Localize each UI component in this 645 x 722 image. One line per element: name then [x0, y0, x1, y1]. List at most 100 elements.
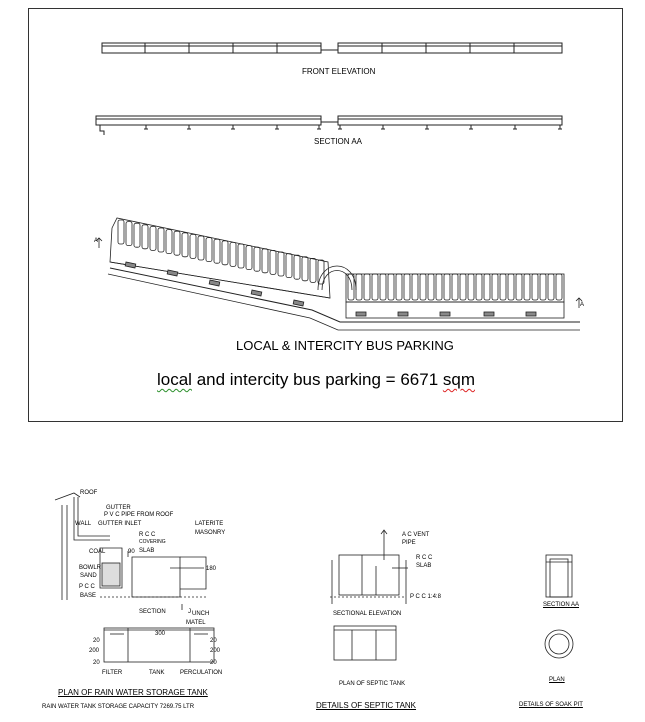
- section-leg: [231, 125, 235, 130]
- rw-laterite-1: LATERITE: [195, 521, 224, 527]
- area-statement-unit: sqm: [442, 370, 476, 389]
- bus-bay: [245, 245, 253, 271]
- section-marker-left: A: [94, 238, 99, 244]
- bus-bay: [451, 273, 459, 301]
- rw-perculation: PERCULATION: [180, 670, 223, 676]
- bus-bay: [387, 273, 395, 301]
- bus-bay: [419, 273, 427, 301]
- bus-bay: [475, 273, 483, 301]
- bay-marker: [355, 311, 367, 317]
- rw-gutter: GUTTER: [106, 505, 131, 511]
- section-marker-right: A: [580, 302, 585, 308]
- bus-bay: [491, 273, 499, 301]
- area-statement-prefix: local: [157, 370, 192, 389]
- bus-bay: [355, 273, 363, 301]
- rw-rcc-3: SLAB: [139, 548, 155, 554]
- section-leg: [144, 125, 148, 130]
- sp-plan: PLAN: [549, 677, 565, 683]
- rw-plan-dim-3: 20: [93, 660, 100, 666]
- st-plan: PLAN OF SEPTIC TANK: [339, 681, 406, 687]
- rw-dim-180: 180: [206, 566, 217, 572]
- bus-bay: [443, 273, 451, 301]
- bus-bay: [371, 273, 379, 301]
- bus-bay: [435, 273, 443, 301]
- rw-coal: COAL: [89, 549, 106, 555]
- front-elevation-label: FRONT ELEVATION: [302, 67, 376, 76]
- bus-bay: [301, 256, 309, 282]
- bus-bay: [507, 273, 515, 301]
- bus-bay: [293, 254, 301, 280]
- bus-bay: [363, 273, 371, 301]
- rw-filter: FILTER: [102, 670, 123, 676]
- rw-plan-dim-1: 20: [93, 638, 100, 644]
- bus-bay: [149, 225, 157, 251]
- bus-bay: [157, 227, 165, 253]
- bus-bay: [197, 235, 205, 261]
- bus-bay: [173, 230, 181, 256]
- bus-bay: [547, 273, 555, 301]
- soak-pit: [544, 554, 574, 659]
- bus-bay: [483, 273, 491, 301]
- bus-bay: [189, 233, 197, 259]
- rw-dim-300: 300: [155, 631, 166, 637]
- bus-bay: [165, 229, 173, 255]
- st-ac-vent-2: PIPE: [402, 540, 416, 546]
- section-leg: [513, 125, 517, 130]
- rw-tank: TANK: [149, 670, 165, 676]
- rw-plan-dim-2: 200: [89, 648, 100, 654]
- bus-bay: [213, 238, 221, 264]
- rw-junk-2: UNCH: [192, 611, 210, 617]
- bus-bay: [261, 248, 269, 274]
- section-leg: [381, 125, 385, 130]
- section-aa: [95, 115, 563, 135]
- bus-bay: [347, 273, 355, 301]
- sp-section: SECTION AA: [543, 602, 580, 608]
- bus-bay: [181, 232, 189, 258]
- bay-marker: [439, 311, 451, 317]
- rw-junk-1: J: [188, 609, 191, 615]
- bus-bay: [125, 221, 133, 247]
- rw-gutter-inlet: GUTTER INLET: [98, 521, 142, 527]
- rw-wall: WALL: [75, 521, 92, 527]
- bus-bay: [221, 240, 229, 266]
- bus-bay: [427, 273, 435, 301]
- bay-marker: [208, 279, 221, 287]
- bus-bay: [379, 273, 387, 301]
- rw-title: PLAN OF RAIN WATER STORAGE TANK: [58, 688, 208, 697]
- bus-bay: [229, 241, 237, 267]
- bus-bay: [285, 253, 293, 279]
- bus-bay: [133, 222, 141, 248]
- bay-marker: [250, 289, 263, 297]
- st-rcc-1: R C C: [416, 555, 433, 561]
- rw-dim-90: 90: [128, 549, 135, 555]
- section-leg: [275, 125, 279, 130]
- top-panel-border: [28, 8, 623, 422]
- section-leg: [317, 125, 321, 130]
- bus-bay: [531, 273, 539, 301]
- section-leg: [469, 125, 473, 130]
- section-leg: [187, 125, 191, 130]
- bus-bay: [309, 257, 317, 283]
- st-rcc-2: SLAB: [416, 563, 432, 569]
- rw-roof: ROOF: [80, 490, 98, 496]
- rw-rcc-1: R C C: [139, 532, 156, 538]
- bay-marker: [483, 311, 495, 317]
- bus-bay: [237, 243, 245, 269]
- bus-bay: [117, 219, 125, 245]
- bus-bay: [141, 224, 149, 250]
- bus-bay: [515, 273, 523, 301]
- bus-bay: [523, 273, 531, 301]
- bus-bay: [459, 273, 467, 301]
- st-title: DETAILS OF SEPTIC TANK: [316, 701, 417, 710]
- area-statement-middle: and intercity bus parking = 6671: [191, 370, 443, 389]
- rw-rcc-2: COVERING: [139, 539, 166, 545]
- rw-pcc: P C C: [79, 584, 95, 590]
- rw-section: SECTION: [139, 609, 166, 615]
- front-elevation: [101, 42, 563, 54]
- rw-pvc-pipe: P V C PIPE FROM ROOF: [104, 512, 174, 518]
- bus-bay: [395, 273, 403, 301]
- section-aa-label: SECTION AA: [314, 137, 363, 146]
- bay-marker: [525, 311, 537, 317]
- sp-title: DETAILS OF SOAK PIT: [519, 702, 583, 708]
